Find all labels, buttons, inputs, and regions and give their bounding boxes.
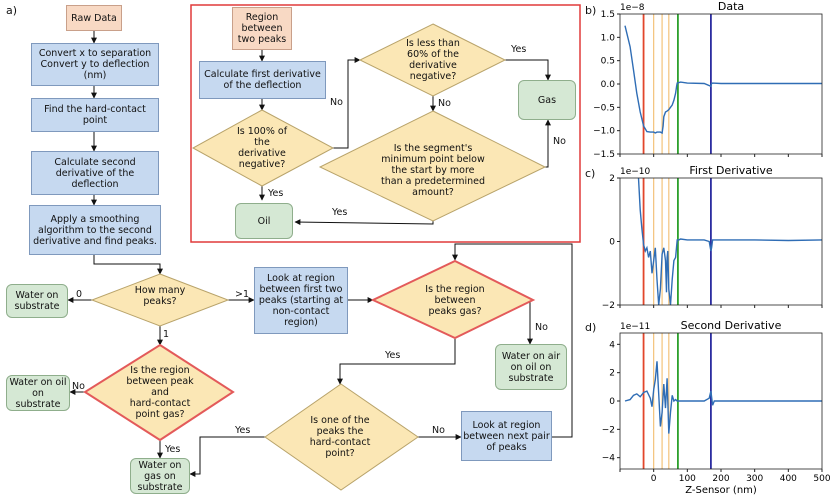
axes-frame [619,177,823,306]
y-tick-label: −1.5 [593,150,615,160]
edge-label-gt1: >1 [235,289,250,300]
panel-a-label: a) [6,4,18,17]
find-hard-contact-box: Find the hard-contact point [31,98,159,132]
flowchart-connectors [67,4,581,491]
x-tick-label: 300 [746,474,763,484]
y-tick-label: 0 [609,397,615,407]
gas-box: Gas [518,80,576,120]
panel-b-label: b) [585,4,597,17]
oil-box: Oil [235,203,293,239]
edge-label-no-100: No [330,97,343,108]
panel-c-label: c) [585,167,596,180]
edge-label-no-gas: No [535,322,548,333]
data-plot: Data 1e−8 1.5 1.0 0.5 0.0 −0.5 −1.0 −1.5 [593,0,823,160]
is-100-diamond [191,109,335,187]
scale-label: 1e−11 [620,322,650,332]
x-tick-label: 400 [780,474,797,484]
series-line [624,361,822,434]
y-tick-label: −2 [602,301,615,311]
region-gas-text: Is the region between peaks gas? [425,284,485,317]
y-tick-label: −4 [602,454,616,464]
inset-frame [190,4,581,243]
how-many-diamond [90,273,230,327]
region-two-peaks-box: Region between two peaks [232,7,292,50]
how-many-text: How many peaks? [134,285,186,307]
y-tick-label: 0.0 [601,80,616,90]
edge-label-no-onepeak: No [432,425,445,436]
edge-label-no-seg: No [553,136,566,147]
y-tick-label: 0.5 [601,57,615,67]
x-tick-label: 100 [679,474,696,484]
series-line [637,178,822,305]
y-tick-label: 2 [609,174,615,184]
x-axis-label: Z-Sensor (nm) [685,485,757,496]
water-air-oil-box: Water on air on oil on substrate [495,344,567,390]
x-tick-label: 0 [651,474,657,484]
y-tick-label: −2 [602,425,615,435]
region-peak-hard-diamond [83,343,235,442]
x-tick-label: 200 [712,474,729,484]
edge-label-no-hard: No [72,381,85,392]
look-next-box: Look at region between next pair of peak… [461,411,552,461]
region-gas-diamond [370,259,536,340]
y-tick-label: 4 [609,340,615,350]
y-tick-label: 0 [609,238,615,248]
edge-label-yes-gas: Yes [385,350,401,361]
x-tick-label: 500 [813,474,830,484]
one-peak-hard-text: Is one of the peaks the hard-contact poi… [309,415,371,459]
edge-label-yes-60: Yes [511,44,527,55]
calc-second-derivative-box: Calculate second derivative of the defle… [31,151,159,195]
chart-title: Second Derivative [681,319,782,332]
water-substrate-box: Water on substrate [6,284,68,318]
segment-min-diamond [318,110,547,222]
panel-d-label: d) [585,321,597,334]
calc-first-derivative-box: Calculate first derivative of the deflec… [199,61,326,99]
edge-label-yes-hard: Yes [165,444,181,455]
scale-label: 1e−10 [620,167,651,177]
chart-title: Data [718,0,744,13]
edge-label-yes-onepeak: Yes [235,425,251,436]
is-100-text: Is 100% of the derivative negative? [236,126,288,170]
second-derivative-plot: Second Derivative 1e−11 4 2 0 −2 −4 0 100 200 300 4… [602,319,830,496]
less-60-diamond [358,23,507,97]
first-derivative-plot: First Derivative 1e−10 2 0 −2 [602,164,823,311]
water-oil-sub-box: Water on oil on substrate [6,375,70,411]
y-tick-label: −1.0 [593,127,615,137]
y-tick-label: −0.5 [593,103,615,113]
chart-title: First Derivative [689,164,773,177]
water-gas-sub-box: Water on gas on substrate [130,458,190,494]
edge-label-yes-seg: Yes [332,207,348,218]
convert-box: Convert x to separation Convert y to def… [31,43,159,86]
smoothing-box: Apply a smoothing algorithm to the secon… [29,205,161,255]
segment-min-text: Is the segment's minimum point below the… [381,143,485,198]
less-60-text: Is less than 60% of the derivative negat… [406,38,460,82]
one-peak-hard-diamond [264,383,419,491]
scale-label: 1e−8 [620,3,645,13]
raw-data-box: Raw Data [66,5,122,31]
edge-label-zero: 0 [76,289,83,300]
y-tick-label: 1.5 [601,10,615,20]
edge-label-one: 1 [163,329,170,340]
edge-label-no-60: No [438,98,451,109]
y-tick-label: 1.0 [601,33,616,43]
look-first-two-box: Look at region between first two peaks (… [254,267,348,334]
region-peak-hard-text: Is the region between peak and hard-cont… [126,365,194,420]
edge-label-yes-100: Yes [268,188,284,199]
y-tick-label: 2 [609,369,615,379]
series-line [624,25,822,135]
